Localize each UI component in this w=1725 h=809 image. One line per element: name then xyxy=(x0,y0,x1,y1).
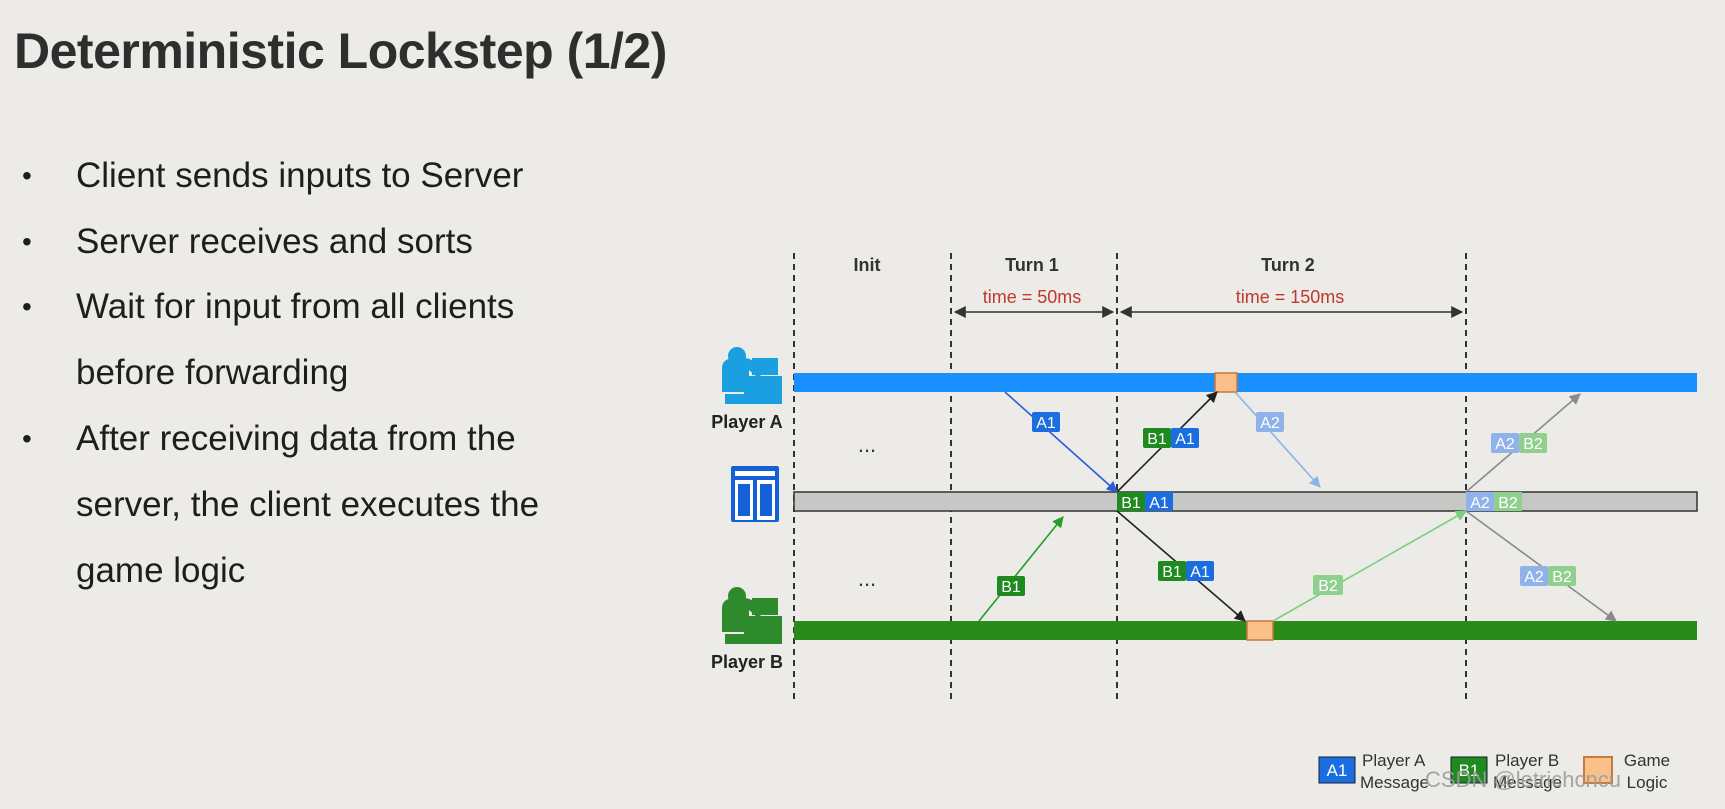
player-b-label: Player B xyxy=(711,652,783,672)
legend-label-line1: Player B xyxy=(1495,751,1559,770)
bullet-item: • After receiving data from the server, … xyxy=(18,406,658,604)
legend-box-text: B1 xyxy=(1459,761,1480,780)
msg-a2b2-at-server: A2 B2 xyxy=(1466,492,1522,512)
msg-b2-text: B2 xyxy=(1552,569,1572,586)
msg-b1-text: B1 xyxy=(1121,495,1141,512)
msg-b2-turn2: B2 xyxy=(1313,575,1343,595)
legend-label-line2: Message xyxy=(1360,773,1429,792)
msg-a2-turn2: A2 xyxy=(1256,412,1284,432)
legend-item-player-a: A1 Player A Message xyxy=(1318,751,1429,792)
watermark: CSDN @letrichcncu xyxy=(1425,767,1621,792)
phase-dividers xyxy=(793,253,1467,700)
bullet-line: Wait for input from all clients xyxy=(76,287,515,326)
msg-b1-text: B1 xyxy=(1147,431,1167,448)
msg-a2-text: A2 xyxy=(1260,415,1280,432)
bullet-line: Client sends inputs to Server xyxy=(76,156,524,195)
bullet-dot-icon: • xyxy=(22,423,32,454)
legend-label-line2: Message xyxy=(1493,773,1562,792)
msg-a2b2-to-a: A2 B2 xyxy=(1491,433,1547,453)
bullet-line: server, the client executes the xyxy=(76,485,540,524)
legend: A1 Player A Message B1 Player B Message … xyxy=(1318,751,1670,792)
msg-b2-text: B2 xyxy=(1318,578,1338,595)
legend-item-game-logic: Game Logic xyxy=(1583,751,1670,792)
player-b-timeline xyxy=(794,621,1697,640)
player-a-label: Player A xyxy=(711,412,782,432)
time-label-turn1: time = 50ms xyxy=(983,287,1082,307)
msg-a1-text: A1 xyxy=(1190,564,1210,581)
legend-box-text: A1 xyxy=(1327,761,1348,780)
msg-b1a1-at-server: B1 A1 xyxy=(1117,492,1173,512)
arrow-b1-to-server xyxy=(978,516,1064,622)
msg-b1a1-to-b: B1 A1 xyxy=(1158,561,1214,581)
phase-label-turn2: Turn 2 xyxy=(1261,255,1315,275)
arrow-a2-to-server xyxy=(1234,391,1321,488)
msg-a2-text: A2 xyxy=(1524,569,1544,586)
msg-b1-text: B1 xyxy=(1001,579,1021,596)
bullet-item: • Server receives and sorts xyxy=(18,206,658,278)
arrow-b2-to-server xyxy=(1272,510,1467,622)
bullet-item: • Client sends inputs to Server xyxy=(18,140,658,212)
bullet-item: • Wait for input from all clients before… xyxy=(18,274,658,406)
bullet-line: game logic xyxy=(76,551,246,590)
msg-a1-text: A1 xyxy=(1175,431,1195,448)
legend-item-player-b: B1 Player B Message xyxy=(1450,751,1562,792)
bullet-list: • Client sends inputs to Server • Server… xyxy=(18,140,658,604)
bullet-dot-icon: • xyxy=(22,291,32,322)
player-a-timeline xyxy=(794,373,1697,392)
bullet-line: before forwarding xyxy=(76,353,349,392)
msg-b2-text: B2 xyxy=(1523,436,1543,453)
msg-a1-text: A1 xyxy=(1036,415,1056,432)
msg-a2b2-to-b: A2 B2 xyxy=(1520,566,1576,586)
legend-label-line2: Logic xyxy=(1627,773,1668,792)
msg-b1-text: B1 xyxy=(1162,564,1182,581)
msg-a2-text: A2 xyxy=(1495,436,1515,453)
server-timeline xyxy=(793,491,1698,512)
msg-b1-turn1: B1 xyxy=(997,576,1025,596)
legend-label-line1: Player A xyxy=(1362,751,1426,770)
legend-label-line1: Game xyxy=(1624,751,1670,770)
bullet-line: Server receives and sorts xyxy=(76,222,473,261)
msg-b2-text: B2 xyxy=(1498,495,1518,512)
msg-a1-text: A1 xyxy=(1149,495,1169,512)
game-logic-a xyxy=(1214,372,1238,393)
msg-a2-text: A2 xyxy=(1470,495,1490,512)
arrow-a1-to-server xyxy=(1004,391,1118,493)
bullet-dot-icon: • xyxy=(22,160,32,191)
server-icon xyxy=(731,466,779,522)
phase-label-init: Init xyxy=(854,255,881,275)
bullet-line: After receiving data from the xyxy=(76,419,516,458)
player-b-icon xyxy=(722,587,782,644)
phase-label-turn1: Turn 1 xyxy=(1005,255,1059,275)
player-a-icon xyxy=(722,347,782,404)
bullet-dot-icon: • xyxy=(22,226,32,257)
msg-b1a1-to-a: B1 A1 xyxy=(1143,428,1199,448)
time-label-turn2: time = 150ms xyxy=(1236,287,1345,307)
game-logic-b xyxy=(1246,620,1274,641)
init-ellipsis-lower: ... xyxy=(858,566,876,591)
init-ellipsis-upper: ... xyxy=(858,432,876,457)
msg-a1-turn1: A1 xyxy=(1032,412,1060,432)
slide-title: Deterministic Lockstep (1/2) xyxy=(14,23,667,79)
